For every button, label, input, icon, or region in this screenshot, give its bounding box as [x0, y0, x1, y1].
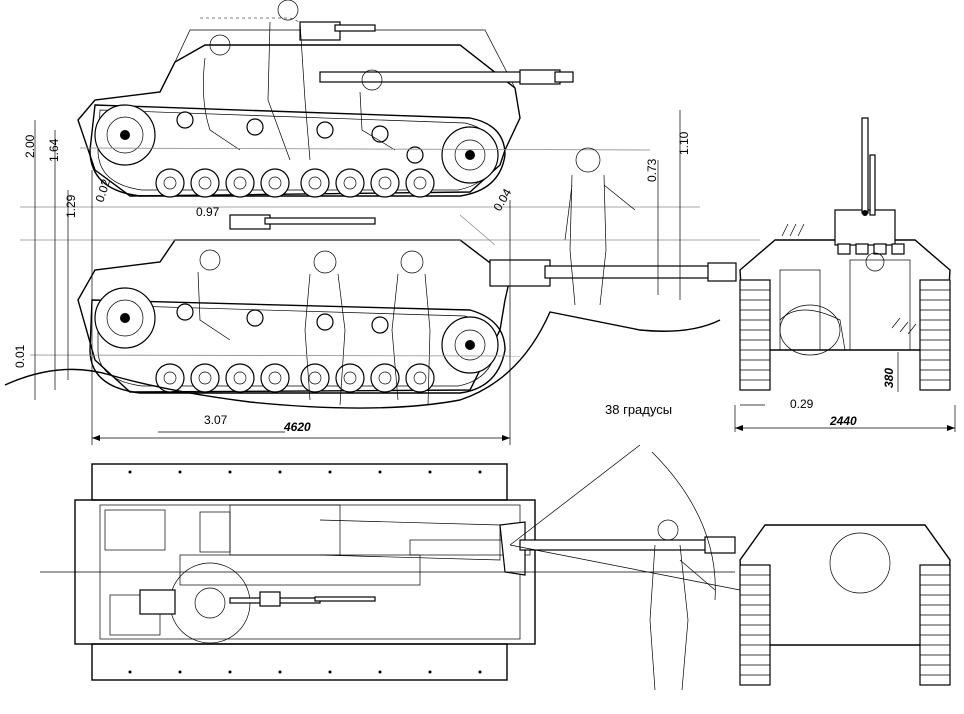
rear-left-track: [739, 564, 771, 686]
dim-front-clearance: 380: [882, 368, 896, 388]
front-right-track: [919, 279, 951, 391]
upper-crew-figures: [202, 0, 396, 161]
horizontal-dimensions: [92, 431, 510, 441]
dim-hull-length: 4620: [283, 420, 311, 434]
standing-figure-top: [649, 519, 716, 691]
dim-clearance-left: 0.02: [93, 177, 114, 204]
dim-hull-length-part: 3.07: [204, 413, 228, 427]
lower-road-wheels: [155, 363, 435, 393]
top-view: [40, 444, 741, 691]
annotation-elevation-angle: 38 градусы: [605, 402, 672, 417]
upper-road-wheels: [155, 168, 435, 198]
lower-crew-figures: [197, 249, 431, 406]
dim-height-lower: 1.29: [64, 194, 78, 218]
lower-side-view: [4, 147, 760, 409]
dim-front-width: 2440: [829, 414, 857, 428]
dim-gun-height-right-b: 1.10: [677, 131, 691, 155]
dim-height-total: 2.00: [23, 134, 37, 158]
dim-track-width: 0.29: [790, 397, 814, 411]
upper-side-view: [20, 0, 700, 208]
rear-right-track: [919, 564, 951, 686]
front-view: [734, 117, 956, 432]
vertical-dimensions: [34, 110, 681, 445]
top-view-rivets: [128, 470, 482, 674]
dim-clearance-ground: 0.01: [13, 344, 27, 368]
dim-gun-height-right-a: 0.73: [645, 158, 659, 182]
dim-gun-depression: 0.04: [490, 186, 514, 214]
standing-figure-side: [564, 147, 636, 306]
front-left-track: [739, 279, 771, 391]
dim-height-hull: 1.64: [47, 138, 61, 162]
dim-gun-height-lower: 0.97: [196, 205, 220, 219]
rear-view: [739, 524, 951, 686]
